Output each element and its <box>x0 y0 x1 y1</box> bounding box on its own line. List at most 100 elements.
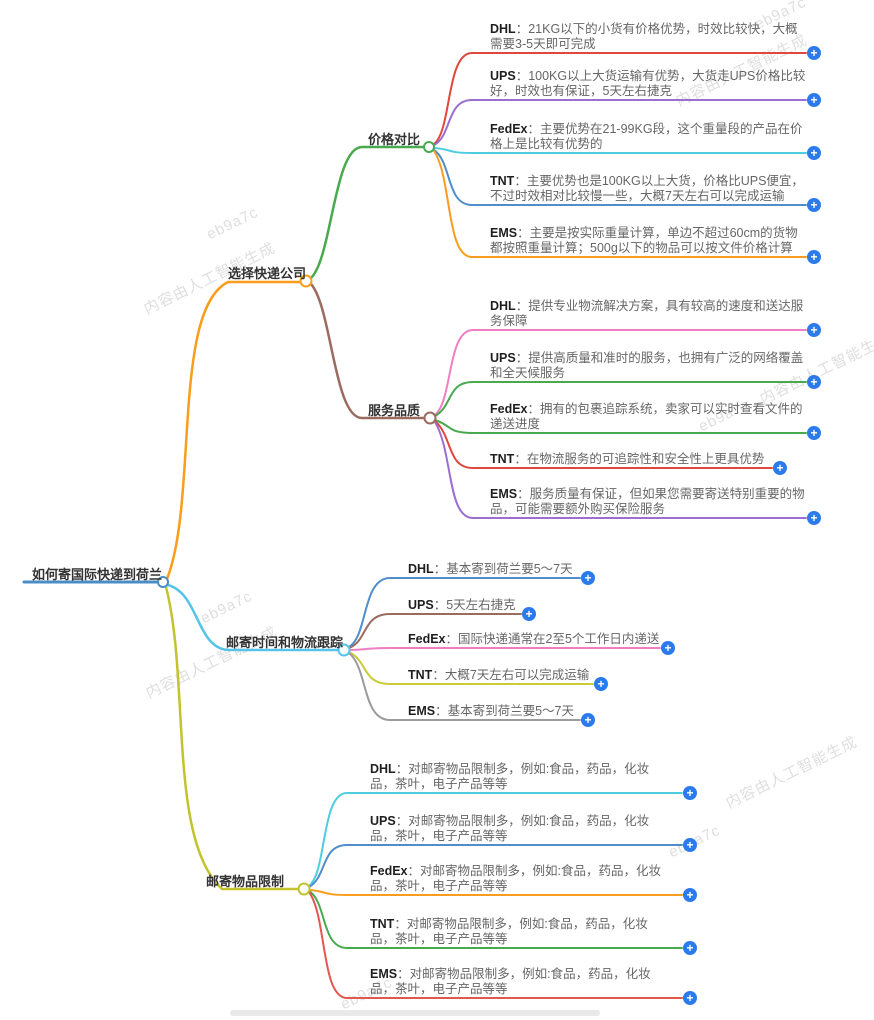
node-circle-root[interactable] <box>157 576 169 588</box>
leaf-restrict-dhl[interactable]: DHL：对邮寄物品限制多，例如:食品，药品，化妆品，茶叶，电子产品等等 <box>370 762 666 792</box>
branch-shipping-time-tracking[interactable]: 邮寄时间和物流跟踪 <box>226 635 344 650</box>
plus-icon: + <box>810 145 818 160</box>
leaf-restrict-ems[interactable]: EMS：对邮寄物品限制多，例如:食品，药品，化妆品，茶叶，电子产品等等 <box>370 967 666 997</box>
add-node-button[interactable]: + <box>594 677 608 691</box>
leaf-service-ups[interactable]: UPS：提供高质量和准时的服务，也拥有广泛的网络覆盖和全天候服务 <box>490 351 808 381</box>
add-node-button[interactable]: + <box>773 461 787 475</box>
leaf-price-fedex[interactable]: FedEx：主要优势在21-99KG段，这个重量段的产品在价格上是比较有优势的 <box>490 122 808 152</box>
leaf-desc: ：对邮寄物品限制多，例如:食品，药品，化妆品，茶叶，电子产品等等 <box>370 917 648 946</box>
leaf-time-ups[interactable]: UPS：5天左右捷克 <box>408 598 516 613</box>
edge-service-tnt <box>434 420 773 469</box>
plus-icon: + <box>584 570 592 585</box>
add-node-button[interactable]: + <box>683 838 697 852</box>
add-node-button[interactable]: + <box>807 511 821 525</box>
leaf-price-ems[interactable]: EMS：主要是按实际重量计算，单边不超过60cm的货物都按照重量计算；500g以… <box>490 226 808 256</box>
plus-icon: + <box>810 249 818 264</box>
leaf-desc: ：提供高质量和准时的服务，也拥有广泛的网络覆盖和全天候服务 <box>490 351 804 380</box>
leaf-brand: FedEx <box>490 402 528 416</box>
leaf-brand: EMS <box>490 226 518 240</box>
leaf-service-tnt[interactable]: TNT：在物流服务的可追踪性和安全性上更具优势 <box>490 452 808 467</box>
add-node-button[interactable]: + <box>683 786 697 800</box>
plus-icon: + <box>597 676 605 691</box>
subbranch-price-comparison[interactable]: 价格对比 <box>368 132 421 147</box>
add-node-button[interactable]: + <box>807 375 821 389</box>
leaf-price-tnt[interactable]: TNT：主要优势也是100KG以上大货，价格比UPS便宜，不过时效相对比较慢一些… <box>490 174 808 204</box>
plus-icon: + <box>776 460 784 475</box>
plus-icon: + <box>810 45 818 60</box>
leaf-brand: FedEx <box>408 632 446 646</box>
leaf-desc: ：提供专业物流解决方案，具有较高的速度和送达服务保障 <box>490 299 804 328</box>
leaf-price-ups[interactable]: UPS：100KG以上大货运输有优势，大货走UPS价格比较好，时效也有保证，5天… <box>490 69 808 99</box>
add-node-button[interactable]: + <box>522 607 536 621</box>
leaf-desc: ：在物流服务的可追踪性和安全性上更具优势 <box>514 452 765 466</box>
leaf-service-fedex[interactable]: FedEx：拥有的包裹追踪系统，卖家可以实时查看文件的递送进度 <box>490 402 808 432</box>
leaf-desc: ：21KG以下的小货有价格优势，时效比较快，大概需要3-5天即可完成 <box>490 22 798 51</box>
leaf-desc: ：5天左右捷克 <box>433 598 516 612</box>
add-node-button[interactable]: + <box>807 146 821 160</box>
leaf-restrict-ups[interactable]: UPS：对邮寄物品限制多，例如:食品，药品，化妆品，茶叶，电子产品等等 <box>370 814 666 844</box>
add-node-button[interactable]: + <box>807 426 821 440</box>
plus-icon: + <box>686 785 694 800</box>
edge-price-ups <box>433 99 807 146</box>
root-node[interactable]: 如何寄国际快递到荷兰 <box>32 567 163 582</box>
plus-icon: + <box>664 640 672 655</box>
leaf-service-ems[interactable]: EMS：服务质量有保证，但如果您需要寄送特别重要的物品，可能需要额外购买保险服务 <box>490 487 808 517</box>
leaf-time-tnt[interactable]: TNT：大概7天左右可以完成运输 <box>408 668 589 683</box>
edge-price-dhl <box>433 52 807 145</box>
node-circle-service[interactable] <box>423 411 437 425</box>
leaf-desc: ：主要优势在21-99KG段，这个重量段的产品在价格上是比较有优势的 <box>490 122 803 151</box>
edge-root-item-restrictions <box>164 585 299 891</box>
edge-restrict-ems <box>308 891 683 999</box>
edge-restrict-dhl <box>308 792 683 887</box>
leaf-time-ems[interactable]: EMS：基本寄到荷兰要5～7天 <box>408 704 574 719</box>
branch-item-restrictions[interactable]: 邮寄物品限制 <box>206 874 285 889</box>
edge-root-time-tracking <box>166 583 340 652</box>
node-circle-choose[interactable] <box>299 274 313 288</box>
edge-service-fedex <box>434 419 807 434</box>
add-node-button[interactable]: + <box>581 713 595 727</box>
add-node-button[interactable]: + <box>581 571 595 585</box>
leaf-brand: UPS <box>370 814 396 828</box>
edge-price-ems <box>433 150 807 258</box>
leaf-brand: TNT <box>370 917 395 931</box>
add-node-button[interactable]: + <box>683 991 697 1005</box>
leaf-desc: ：国际快递通常在2至5个工作日内递送 <box>445 632 660 646</box>
add-node-button[interactable]: + <box>661 641 675 655</box>
add-node-button[interactable]: + <box>807 250 821 264</box>
edge-time-dhl <box>348 577 581 648</box>
leaf-price-dhl[interactable]: DHL：21KG以下的小货有价格优势，时效比较快，大概需要3-5天即可完成 <box>490 22 808 52</box>
leaf-time-dhl[interactable]: DHL：基本寄到荷兰要5～7天 <box>408 562 573 577</box>
leaf-brand: EMS <box>490 487 518 501</box>
leaf-desc: ：拥有的包裹追踪系统，卖家可以实时查看文件的递送进度 <box>490 402 803 431</box>
node-circle-price[interactable] <box>423 141 435 153</box>
leaf-brand: TNT <box>408 668 433 682</box>
leaf-brand: FedEx <box>490 122 528 136</box>
branch-choose-courier[interactable]: 选择快递公司 <box>228 266 307 281</box>
edge-service-dhl <box>434 329 807 416</box>
leaf-desc: ：服务质量有保证，但如果您需要寄送特别重要的物品，可能需要额外购买保险服务 <box>490 487 805 516</box>
horizontal-scrollbar[interactable] <box>230 1010 600 1016</box>
add-node-button[interactable]: + <box>683 888 697 902</box>
leaf-brand: FedEx <box>370 864 408 878</box>
leaf-desc: ：对邮寄物品限制多，例如:食品，药品，化妆品，茶叶，电子产品等等 <box>370 864 661 893</box>
node-circle-restrict[interactable] <box>297 882 311 896</box>
add-node-button[interactable]: + <box>807 323 821 337</box>
leaf-brand: EMS <box>370 967 398 981</box>
leaf-service-dhl[interactable]: DHL：提供专业物流解决方案，具有较高的速度和送达服务保障 <box>490 299 808 329</box>
add-node-button[interactable]: + <box>807 198 821 212</box>
leaf-time-fedex[interactable]: FedEx：国际快递通常在2至5个工作日内递送 <box>408 632 659 647</box>
plus-icon: + <box>810 425 818 440</box>
edge-service-ups <box>434 381 807 417</box>
subbranch-service-quality[interactable]: 服务品质 <box>368 403 421 418</box>
edge-choose-service <box>309 282 426 420</box>
add-node-button[interactable]: + <box>807 93 821 107</box>
add-node-button[interactable]: + <box>807 46 821 60</box>
leaf-desc: ：对邮寄物品限制多，例如:食品，药品，化妆品，茶叶，电子产品等等 <box>370 762 650 791</box>
add-node-button[interactable]: + <box>683 941 697 955</box>
node-circle-time[interactable] <box>337 643 351 657</box>
leaf-desc: ：100KG以上大货运输有优势，大货走UPS价格比较好，时效也有保证，5天左右捷… <box>490 69 806 98</box>
leaf-restrict-tnt[interactable]: TNT：对邮寄物品限制多，例如:食品，药品，化妆品，茶叶，电子产品等等 <box>370 917 666 947</box>
edge-restrict-ups <box>308 844 683 888</box>
leaf-restrict-fedex[interactable]: FedEx：对邮寄物品限制多，例如:食品，药品，化妆品，茶叶，电子产品等等 <box>370 864 666 894</box>
leaf-desc: ：主要优势也是100KG以上大货，价格比UPS便宜，不过时效相对比较慢一些，大概… <box>490 174 804 203</box>
